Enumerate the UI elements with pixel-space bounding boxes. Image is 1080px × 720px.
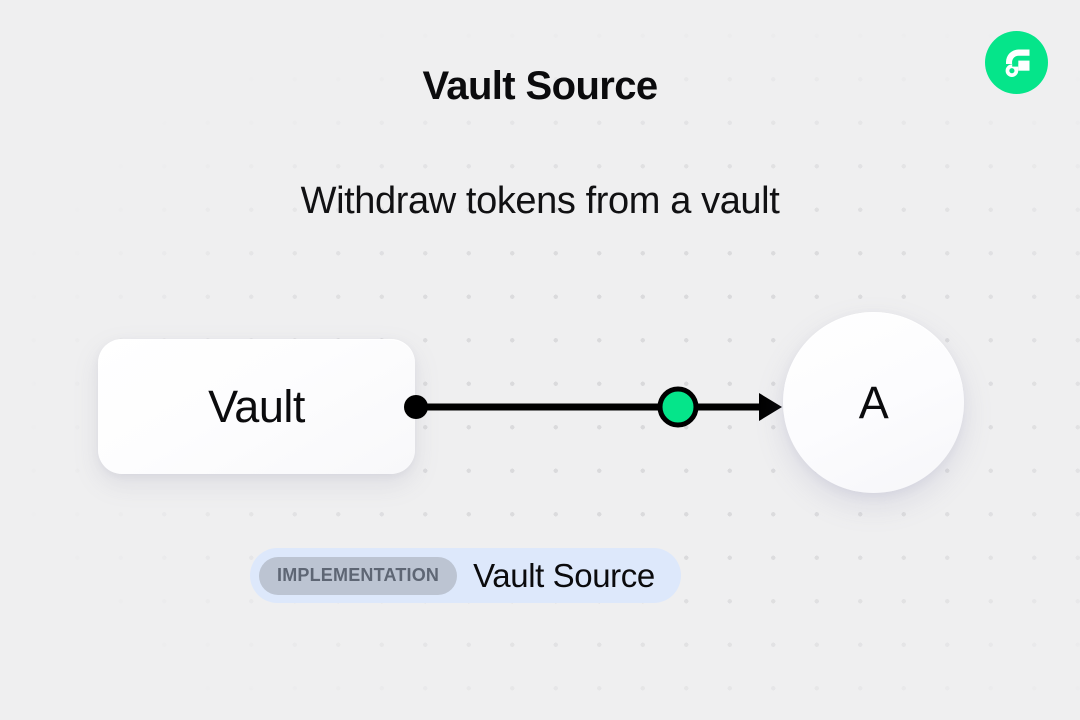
implementation-tag: IMPLEMENTATION [259, 556, 458, 595]
implementation-value: Vault Source [473, 556, 655, 594]
graph-node-a-label: A [858, 376, 889, 428]
graph-node-vault-label: Vault [208, 380, 305, 432]
page-subtitle: Withdraw tokens from a vault [300, 180, 780, 222]
page-title: Vault Source [422, 64, 658, 108]
edge-midpoint-node[interactable] [657, 386, 699, 428]
edge-arrowhead-icon [759, 393, 782, 421]
graph-node-a[interactable]: A [783, 312, 964, 493]
graph-node-vault[interactable]: Vault [98, 339, 415, 474]
flow-logo-icon[interactable] [985, 31, 1048, 94]
implementation-badge[interactable]: IMPLEMENTATION Vault Source [250, 548, 681, 603]
